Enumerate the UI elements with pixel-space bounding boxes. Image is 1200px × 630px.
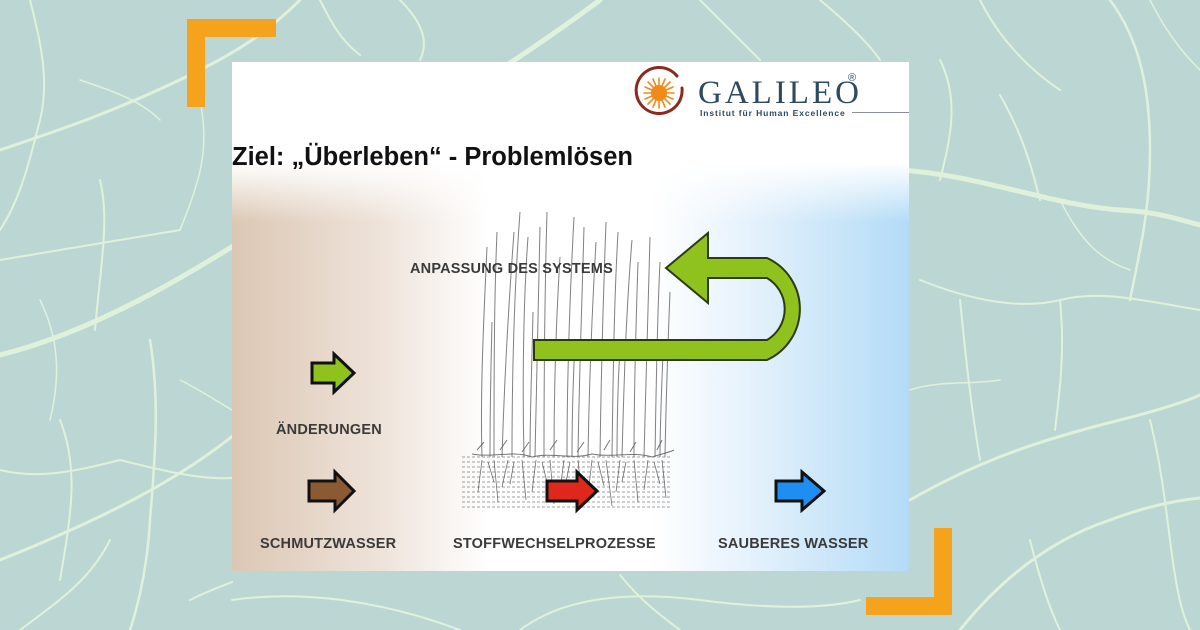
- slide-title-text: Ziel: „Überleben“ - Problemlösen: [232, 143, 633, 171]
- changes-arrow-icon: [310, 350, 357, 396]
- logo-wordmark: GALILEO: [698, 75, 862, 111]
- metabolism-arrow-icon: [545, 468, 600, 514]
- clean-water-label: SAUBERES WASSER: [718, 536, 869, 552]
- corner-bracket-top-left-horizontal: [187, 19, 276, 37]
- header-divider: [852, 112, 909, 113]
- corner-bracket-bottom-right-horizontal: [866, 597, 952, 615]
- metabolism-label: STOFFWECHSELPROZESSE: [453, 536, 656, 552]
- changes-label: ÄNDERUNGEN: [276, 422, 382, 438]
- dirty-water-label: SCHMUTZWASSER: [260, 536, 397, 552]
- registered-mark: ®: [848, 72, 857, 84]
- galileo-logo: GALILEO ® Institut für Human Excellence: [632, 66, 902, 122]
- corner-bracket-top-left-vertical: [187, 19, 205, 107]
- reed-bed-illustration: [480, 211, 671, 458]
- reed-bed-diagram: [307, 211, 827, 514]
- sun-in-ring-icon: [634, 66, 684, 115]
- corner-bracket-bottom-right-vertical: [934, 528, 952, 615]
- logo-tagline: Institut für Human Excellence: [700, 108, 846, 118]
- dirty-water-arrow-icon: [307, 468, 357, 514]
- clean-water-arrow-icon: [774, 468, 827, 514]
- system-adaptation-label: ANPASSUNG DES SYSTEMS: [410, 261, 613, 277]
- presentation-slide: GALILEO ® Institut für Human Excellence …: [232, 62, 909, 571]
- u-turn-arrow-icon: [533, 230, 801, 361]
- soil-bed: [462, 456, 672, 508]
